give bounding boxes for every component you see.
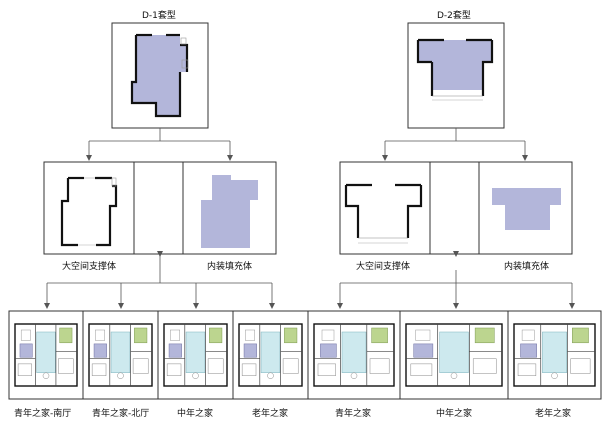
d2-connector-bottom (337, 251, 575, 309)
d1-variant-label-4: 老年之家 (252, 409, 289, 419)
d1-infill-box (182, 161, 277, 255)
d2-title: D-2套型 (437, 11, 471, 21)
d2-plan (416, 38, 494, 101)
d2-variant-plan-3 (513, 323, 596, 387)
d1-infill-plan (201, 175, 258, 248)
d2-infill-plan (492, 188, 561, 230)
d2-variant-box-3 (507, 310, 602, 400)
d2-support-box (339, 161, 431, 255)
d1-variant-plan-4 (238, 323, 303, 387)
d2-support-label: 大空间支撑体 (356, 262, 411, 272)
d2-middle-box (429, 161, 480, 255)
d2-support-plan (344, 183, 423, 244)
d1-title: D-1套型 (142, 11, 176, 21)
d2-variant-plan-1 (313, 323, 395, 387)
d1-connector-bottom (44, 251, 275, 309)
d2-connector-top (382, 128, 528, 161)
d2-variant-label-1: 青年之家 (335, 409, 372, 419)
d1-variant-plan-1 (14, 323, 78, 387)
d2-variant-label-2: 中年之家 (436, 409, 473, 419)
d1-variant-label-2: 青年之家-北厅 (92, 409, 150, 419)
d1-variant-label-1: 青年之家-南厅 (14, 409, 72, 419)
d1-plan (130, 33, 189, 118)
d2-infill-box (478, 161, 573, 255)
d2-variant-plan-2 (405, 323, 503, 387)
d1-variant-plan-2 (88, 323, 153, 387)
d1-infill-label: 内装填充体 (207, 262, 253, 272)
d1-support-plan (60, 176, 118, 247)
d1-middle-box (133, 161, 184, 255)
d1-variant-plan-3 (163, 323, 228, 387)
d1-connector-top (86, 128, 233, 161)
d1-variant-label-3: 中年之家 (177, 409, 214, 419)
d2-variant-label-3: 老年之家 (535, 409, 572, 419)
d1-support-box (43, 161, 135, 255)
d2-infill-label: 内装填充体 (504, 262, 550, 272)
d1-support-label: 大空间支撑体 (62, 262, 117, 272)
